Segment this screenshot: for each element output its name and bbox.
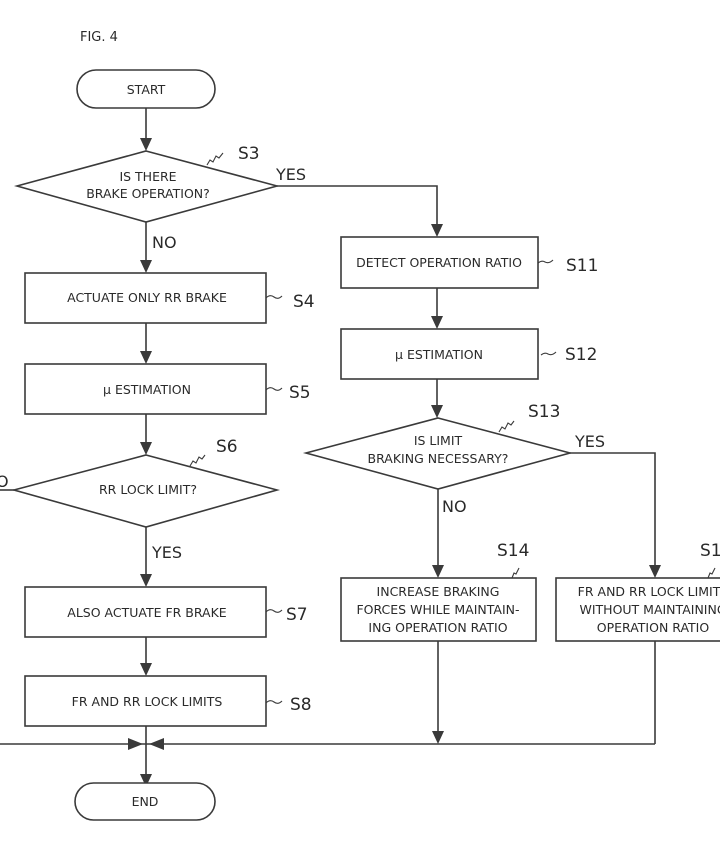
s15-text-line3: OPERATION RATIO (597, 620, 710, 635)
s4-leader (265, 295, 283, 299)
arrowhead (649, 565, 661, 578)
s6-no-label: NO (0, 472, 9, 491)
s5-step-label: S5 (289, 383, 311, 403)
process-s8: FR AND RR LOCK LIMITS (24, 675, 267, 727)
arrowhead (140, 442, 152, 455)
s12-text: µ ESTIMATION (395, 347, 483, 362)
s15-text-line2: WITHOUT MAINTAINING (579, 602, 720, 617)
arrowhead (432, 565, 444, 578)
process-s4: ACTUATE ONLY RR BRAKE (24, 272, 267, 324)
arrowhead (140, 138, 152, 151)
decision-s13: IS LIMIT BRAKING NECESSARY? (302, 417, 574, 490)
s6-step-label: S6 (216, 437, 238, 457)
s13-text-line1: IS LIMIT (414, 433, 463, 448)
arrowhead (431, 224, 443, 237)
arrowhead (140, 351, 152, 364)
s3-step-label: S3 (238, 144, 260, 164)
s6-yes-label: YES (151, 543, 182, 562)
s13-step-label: S13 (528, 402, 560, 422)
s3-text-line1: IS THERE (119, 169, 176, 184)
process-s11: DETECT OPERATION RATIO (340, 236, 539, 289)
s11-leader (537, 259, 554, 264)
s7-leader (265, 609, 283, 613)
s3-no-label: NO (152, 233, 177, 252)
s15-step-label: S15 (700, 541, 720, 561)
s3-text-line2: BRAKE OPERATION? (86, 186, 210, 201)
s14-text-line1: INCREASE BRAKING (377, 584, 500, 599)
start-terminal: START (76, 69, 216, 109)
s4-text: ACTUATE ONLY RR BRAKE (67, 290, 227, 305)
s13-yes-label: YES (574, 432, 605, 451)
end-label: END (132, 794, 159, 809)
s14-step-label: S14 (497, 541, 529, 561)
s8-text: FR AND RR LOCK LIMITS (72, 694, 223, 709)
arrowhead-merge-right (149, 738, 164, 750)
process-s12: µ ESTIMATION (340, 328, 539, 380)
arrowhead (140, 574, 152, 587)
s3-yes-label: YES (275, 165, 306, 184)
s11-text: DETECT OPERATION RATIO (356, 255, 522, 270)
arrowhead (432, 731, 444, 744)
s12-leader (540, 351, 557, 356)
connector-s3-yes-s11 (277, 185, 438, 226)
process-s5: µ ESTIMATION (24, 363, 267, 415)
s14-text-line3: ING OPERATION RATIO (368, 620, 507, 635)
s7-step-label: S7 (286, 605, 308, 625)
figure-title: FIG. 4 (80, 30, 118, 45)
s14-leader (511, 567, 520, 579)
s4-step-label: S4 (293, 292, 315, 312)
s5-leader (265, 387, 283, 391)
s14-text-line2: FORCES WHILE MAINTAIN- (356, 602, 519, 617)
s6-leader (189, 454, 206, 467)
s5-text: µ ESTIMATION (103, 382, 191, 397)
arrowhead (140, 260, 152, 273)
s15-text-line1: FR AND RR LOCK LIMITS (578, 584, 720, 599)
arrowhead (140, 663, 152, 676)
arrowhead (431, 316, 443, 329)
s8-leader (265, 700, 283, 704)
arrowhead (431, 405, 443, 418)
connector-s13-yes-s15 (570, 452, 656, 567)
s7-text: ALSO ACTUATE FR BRAKE (67, 605, 227, 620)
s11-step-label: S11 (566, 256, 598, 276)
s13-text-line2: BRAKING NECESSARY? (368, 451, 509, 466)
s12-step-label: S12 (565, 345, 597, 365)
start-label: START (127, 82, 166, 97)
process-s7: ALSO ACTUATE FR BRAKE (24, 586, 267, 638)
end-terminal: END (74, 782, 216, 821)
arrowhead-merge-left (128, 738, 143, 750)
s15-leader (707, 567, 716, 579)
s13-leader (498, 420, 515, 433)
s3-leader (206, 152, 224, 166)
s8-step-label: S8 (290, 695, 312, 715)
arrowhead (140, 774, 152, 787)
s13-no-label: NO (442, 497, 467, 516)
process-s15: FR AND RR LOCK LIMITS WITHOUT MAINTAININ… (555, 577, 720, 642)
decision-s6: RR LOCK LIMIT? (10, 454, 281, 528)
process-s14: INCREASE BRAKING FORCES WHILE MAINTAIN- … (340, 577, 537, 642)
s6-text: RR LOCK LIMIT? (99, 482, 197, 497)
